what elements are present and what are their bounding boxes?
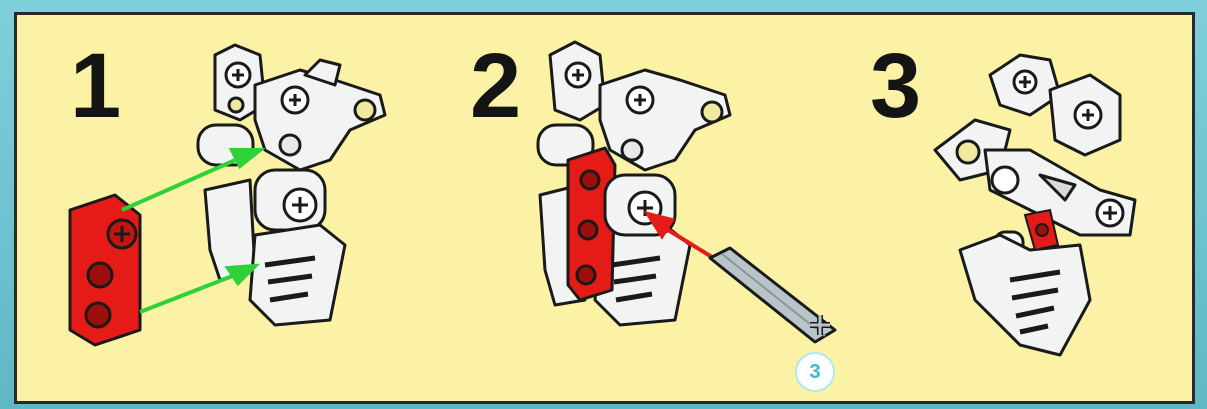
step1-red-beam-icon <box>70 195 140 345</box>
axle-quantity-badge: 3 <box>795 352 835 392</box>
step-number-1: 1 <box>70 40 121 132</box>
technic-axle-icon <box>710 248 835 342</box>
finished-assembly-icon <box>935 55 1135 355</box>
step-number-2: 2 <box>470 40 521 132</box>
step-number-3: 3 <box>870 40 921 132</box>
step1-white-assembly-icon <box>198 45 385 325</box>
